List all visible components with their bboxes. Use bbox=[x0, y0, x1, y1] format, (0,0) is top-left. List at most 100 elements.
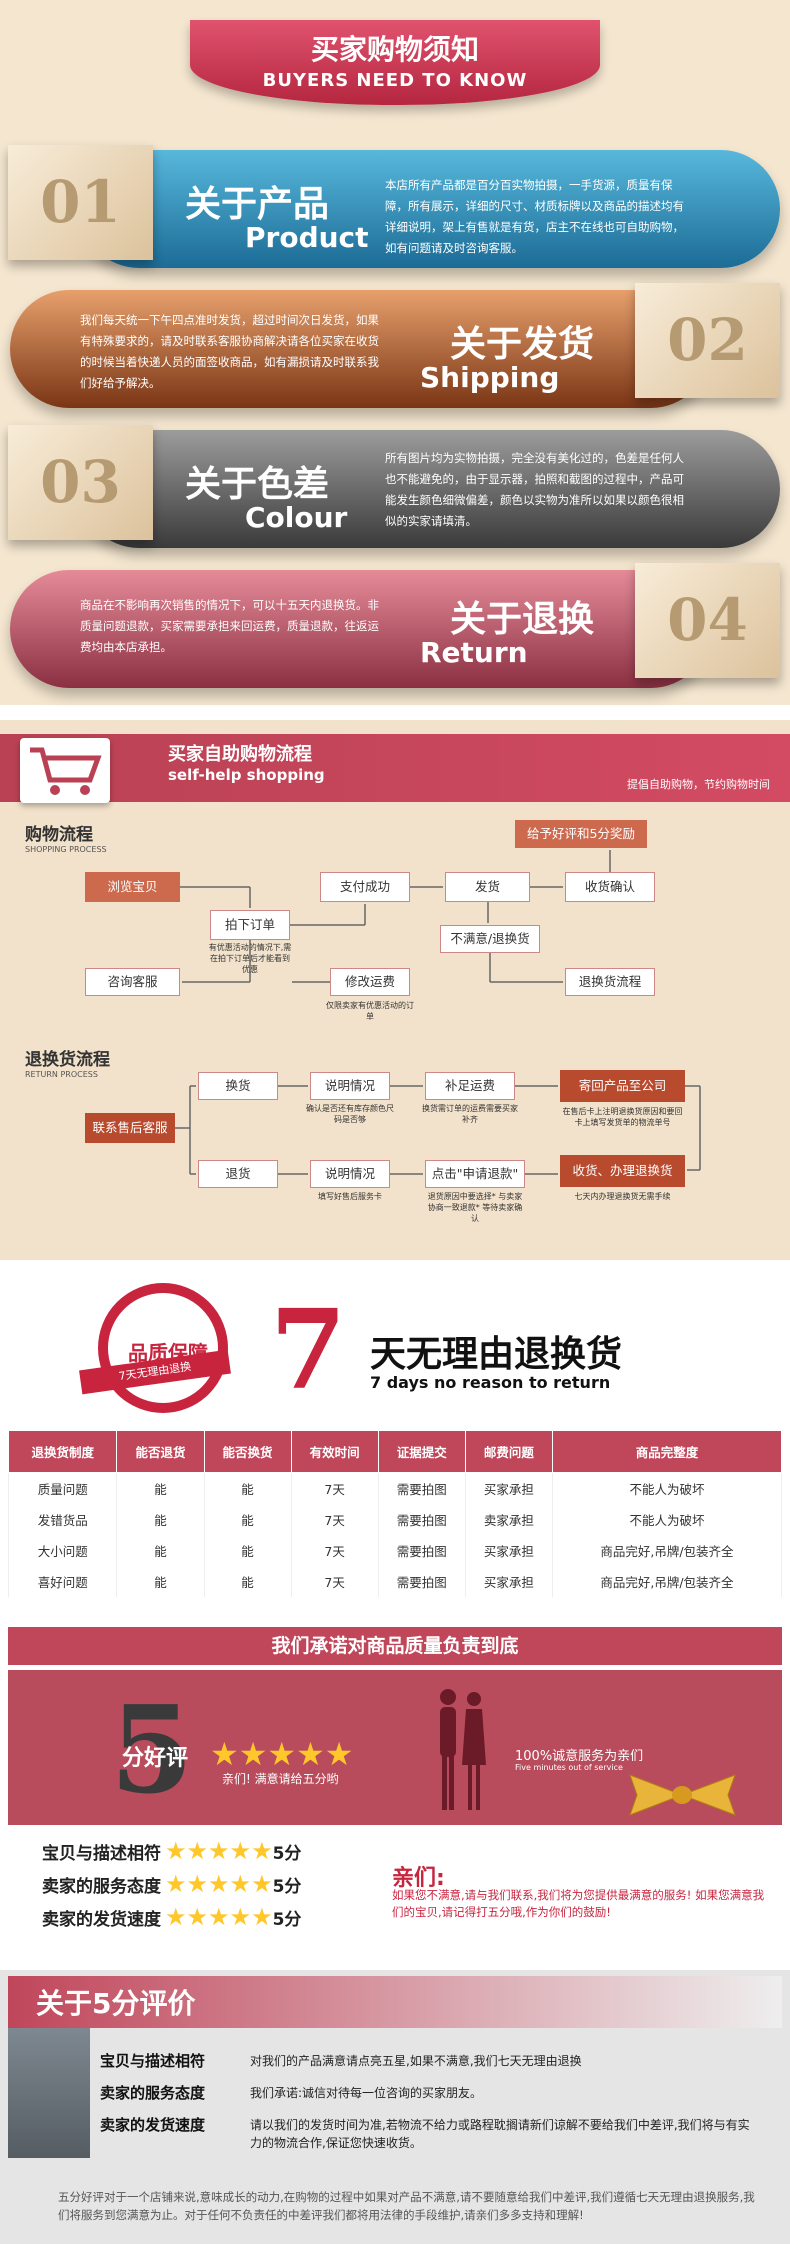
flow-freight: 补足运费 bbox=[425, 1072, 515, 1100]
return-process-label-en: RETURN PROCESS bbox=[25, 1070, 98, 1079]
process-section: 买家自助购物流程 self-help shopping 提倡自助购物，节约购物时… bbox=[0, 720, 790, 1260]
rating-row: 卖家的发货速度★★★★★5分 bbox=[42, 1903, 301, 1931]
header-banner: 买家购物须知 BUYERS NEED TO KNOW bbox=[190, 20, 600, 105]
table-cell: 能 bbox=[203, 1565, 292, 1597]
flow-consult: 咨询客服 bbox=[85, 968, 180, 996]
table-header-cell: 邮费问题 bbox=[464, 1430, 553, 1473]
notice-title-en: Shipping bbox=[420, 361, 560, 394]
notice-ribbon-shipping bbox=[10, 290, 710, 408]
table-header-row: 退换货制度能否退货能否换货有效时间证据提交邮费问题商品完整度 bbox=[7, 1430, 783, 1473]
table-cell: 能 bbox=[116, 1534, 205, 1566]
shopping-cart-icon bbox=[20, 738, 110, 803]
notice-title-en: Colour bbox=[245, 501, 348, 534]
flow-freight-note: 换货需订单的运费需要买家补齐 bbox=[422, 1104, 518, 1124]
notice-title: 关于发货 Shipping bbox=[420, 315, 594, 394]
table-cell: 质量问题 bbox=[7, 1472, 118, 1504]
table-header-cell: 商品完整度 bbox=[551, 1430, 783, 1473]
notice-text: 所有图片均为实物拍摄，完全没有美化过的，色差是任何人也不能避免的，由于显示器，拍… bbox=[385, 451, 684, 528]
flow-confirm: 收货确认 bbox=[565, 872, 655, 902]
table-cell: 能 bbox=[203, 1503, 292, 1535]
flow-sendback: 寄回产品至公司 bbox=[560, 1070, 685, 1102]
table-header-cell: 有效时间 bbox=[290, 1430, 379, 1473]
notice-number: 02 bbox=[635, 283, 780, 398]
rating-row-score: 5分 bbox=[272, 1877, 302, 1897]
guarantee-section: 品质保障 7天无理由退换 7 天无理由退换货 7 days no reason … bbox=[0, 1265, 790, 1965]
table-cell: 商品完好,吊牌/包装齐全 bbox=[551, 1534, 783, 1566]
notice-title: 关于色差 Colour bbox=[185, 455, 347, 534]
rating-row: 卖家的服务态度★★★★★5分 bbox=[42, 1870, 301, 1898]
about-five-row-text: 我们承诺:诚信对待每一位咨询的买家朋友。 bbox=[250, 2086, 483, 2100]
flow-arrows bbox=[180, 850, 611, 983]
notice-title-cn: 关于色差 bbox=[185, 464, 330, 505]
rating-row-score: 5分 bbox=[272, 1844, 302, 1864]
notice-number: 03 bbox=[8, 425, 153, 540]
notice-ribbon-return bbox=[10, 570, 710, 688]
big-five: 5 bbox=[110, 1680, 194, 1821]
table-cell: 需要拍图 bbox=[377, 1503, 466, 1535]
promise-bar: 我们承诺对商品质量负责到底 bbox=[8, 1627, 782, 1665]
rating-row-stars: ★★★★★ bbox=[165, 1837, 273, 1865]
table-cell: 买家承担 bbox=[464, 1565, 553, 1597]
table-cell: 大小问题 bbox=[7, 1534, 118, 1566]
notice-title: 关于产品 Product bbox=[185, 175, 369, 254]
five-label: 分好评 bbox=[122, 1746, 189, 1771]
big-seven: 7 bbox=[270, 1285, 347, 1414]
quality-seal-icon: 品质保障 bbox=[98, 1283, 228, 1413]
notice-title-en: Product bbox=[245, 221, 369, 254]
flow-paid: 支付成功 bbox=[320, 872, 410, 902]
notice-ribbon-product bbox=[80, 150, 780, 268]
return-process-label: 退换货流程 RETURN PROCESS bbox=[25, 1045, 110, 1079]
about-five-title: 关于5分评价 bbox=[36, 1987, 196, 2020]
table-cell: 7天 bbox=[290, 1534, 379, 1566]
table-cell: 买家承担 bbox=[464, 1472, 553, 1504]
about-five-row-text: 请以我们的发货时间为准,若物流不给力或路程耽搁请新们谅解不要给我们中差评,我们将… bbox=[250, 2118, 750, 2150]
table-header-cell: 能否换货 bbox=[203, 1430, 292, 1473]
rating-row-label: 卖家的服务态度 bbox=[42, 1877, 161, 1897]
flow-browse: 浏览宝贝 bbox=[85, 872, 180, 902]
rating-row: 宝贝与描述相符★★★★★5分 bbox=[42, 1837, 301, 1865]
notice-title-cn: 关于发货 bbox=[450, 324, 595, 365]
table-cell: 能 bbox=[116, 1503, 205, 1535]
flow-contact: 联系售后客服 bbox=[85, 1113, 175, 1143]
table-cell: 需要拍图 bbox=[377, 1565, 466, 1597]
table-cell: 能 bbox=[203, 1472, 292, 1504]
table-header-cell: 能否退货 bbox=[116, 1430, 205, 1473]
table-header-cell: 退换货制度 bbox=[7, 1430, 118, 1473]
flow-sendback-note: 在售后卡上注明退换货原因和要回卡上填写发货单的物流单号 bbox=[562, 1107, 683, 1127]
rating-row-stars: ★★★★★ bbox=[165, 1903, 273, 1931]
notice-number: 01 bbox=[8, 145, 153, 260]
table-cell: 需要拍图 bbox=[377, 1534, 466, 1566]
table-cell: 能 bbox=[203, 1534, 292, 1566]
flow-order: 拍下订单 bbox=[210, 910, 290, 940]
notice-text: 商品在不影响再次销售的情况下，可以十五天内退换货。非质量问题退款，买家需要承担来… bbox=[80, 598, 379, 654]
flow-explain-1-note: 确认是否还有库存颜色尺码是否够 bbox=[306, 1104, 394, 1124]
about-five-row-label: 卖家的服务态度 bbox=[100, 2084, 206, 2102]
table-cell: 能 bbox=[116, 1472, 205, 1504]
table-cell: 7天 bbox=[290, 1503, 379, 1535]
notice-text: 本店所有产品都是百分百实物拍摄，一手货源，质量有保障，所有展示，详细的尺寸、材质… bbox=[385, 178, 684, 255]
flow-unsatisfied: 不满意/退换货 bbox=[440, 925, 540, 953]
about-five-section: 关于5分评价 宝贝与描述相符对我们的产品满意请点亮五星,如果不满意,我们七天无理… bbox=[0, 1970, 790, 2244]
shopping-process-label-cn: 购物流程 bbox=[25, 825, 93, 845]
flow-explain-2: 说明情况 bbox=[310, 1160, 390, 1188]
notice-title: 关于退换 Return bbox=[420, 590, 594, 669]
rating-plea: 亲们! 满意请给五分哟 bbox=[222, 1772, 339, 1786]
people-silhouette-icon bbox=[440, 1689, 486, 1810]
guarantee-title-en: 7 days no reason to return bbox=[370, 1373, 611, 1392]
flow-apply-refund-note: 退货原因中要选择* 与卖家协商一致退款* 等待卖家确认 bbox=[427, 1192, 523, 1223]
process-title-cn: 买家自助购物流程 bbox=[168, 744, 312, 765]
process-title-en: self-help shopping bbox=[168, 766, 325, 784]
about-five-header: 关于5分评价 bbox=[8, 1976, 782, 2028]
table-cell: 商品完好,吊牌/包装齐全 bbox=[551, 1565, 783, 1597]
rating-row-label: 卖家的发货速度 bbox=[42, 1910, 161, 1930]
flow-receive-note: 七天内办理退换货无需手续 bbox=[574, 1192, 671, 1201]
notice-title-cn: 关于产品 bbox=[185, 184, 330, 225]
table-cell: 喜好问题 bbox=[7, 1565, 118, 1597]
service-promise-en: Five minutes out of service bbox=[515, 1763, 623, 1772]
